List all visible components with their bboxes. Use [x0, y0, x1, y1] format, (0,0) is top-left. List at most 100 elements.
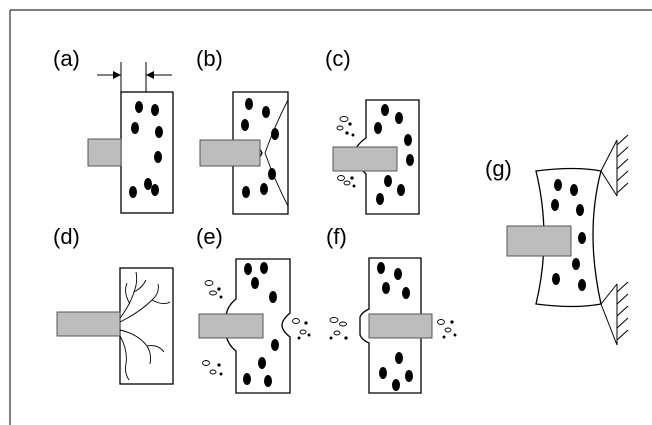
particle [271, 339, 279, 351]
particles [377, 262, 413, 391]
debris-dot [442, 335, 446, 339]
debris-dot [350, 176, 354, 180]
panel-f: (f) [326, 224, 457, 394]
particles [551, 179, 586, 291]
debris-dot [345, 131, 349, 135]
particle [576, 204, 584, 216]
support-line [600, 303, 618, 346]
particle [251, 277, 259, 289]
particle [382, 282, 390, 294]
particles [129, 101, 163, 198]
particle [244, 263, 252, 275]
particle [264, 375, 272, 387]
debris-dot [297, 336, 301, 340]
panel-e-label: (e) [196, 224, 223, 249]
debris-dot [219, 372, 223, 376]
particle [572, 258, 580, 270]
particle [268, 168, 276, 180]
arrowhead-left [113, 71, 121, 79]
debris-dot [307, 333, 311, 337]
bulge-curve [264, 99, 289, 207]
debris-fragment [202, 360, 210, 366]
particle [151, 184, 159, 196]
particle [570, 184, 578, 196]
hatch [616, 182, 629, 194]
panel-d-label: (d) [53, 224, 80, 249]
particle [551, 199, 559, 211]
debris-fragment [337, 175, 345, 181]
panel-c: (c) [325, 46, 420, 215]
hatch [616, 305, 629, 317]
crack [133, 279, 147, 293]
debris-fragment [333, 330, 341, 336]
particle [381, 104, 389, 116]
cracks [119, 271, 171, 381]
particle [395, 112, 403, 124]
hatch [616, 170, 629, 182]
particle [404, 134, 412, 146]
particle [376, 193, 384, 205]
debris-dot [453, 333, 457, 337]
particle [402, 287, 410, 299]
particle [271, 128, 279, 140]
particle [395, 352, 403, 364]
debris-dot [217, 287, 221, 291]
debris-fragment [339, 321, 347, 327]
debris-dot [348, 122, 352, 126]
hatch [616, 281, 629, 293]
debris-dot [217, 363, 221, 367]
arrowhead-right [146, 71, 154, 79]
debris-fragment [336, 125, 344, 131]
particle [260, 183, 268, 195]
particle [578, 279, 586, 291]
panel-e: (e) [196, 224, 311, 394]
particle [552, 273, 560, 285]
support-line [600, 283, 618, 305]
debris [329, 317, 457, 340]
debris-fragment [343, 180, 351, 186]
crack [125, 282, 131, 305]
hatch [616, 329, 629, 341]
particle [243, 373, 251, 385]
particles [374, 104, 414, 205]
particle [269, 291, 277, 303]
particle [242, 186, 250, 198]
particle [397, 184, 405, 196]
support-line [600, 139, 618, 172]
rod [199, 139, 261, 167]
debris-fragment [444, 327, 452, 333]
particle [258, 357, 266, 369]
rod [198, 313, 264, 339]
hatch [616, 317, 629, 329]
support-line [600, 170, 618, 197]
particle [405, 370, 413, 382]
particle [241, 119, 249, 131]
crack [151, 299, 171, 305]
panel-a-label: (a) [53, 46, 80, 71]
panel-f-label: (f) [326, 224, 347, 249]
clamp-support-bottom [600, 281, 629, 346]
hatch [616, 158, 629, 170]
particle [554, 179, 562, 191]
panel-a: (a) [53, 46, 174, 214]
particle [151, 104, 159, 116]
particle [578, 232, 586, 244]
debris-fragment [292, 318, 300, 324]
rod [332, 146, 398, 172]
panel-b: (b) [196, 46, 289, 215]
particle [384, 175, 392, 187]
particle [260, 262, 268, 274]
debris-dot [344, 336, 348, 340]
debris [336, 116, 356, 188]
clamp-support-top [600, 134, 629, 197]
debris-fragment [329, 317, 339, 323]
panel-b-label: (b) [196, 46, 223, 71]
particle [374, 122, 382, 134]
particle [144, 178, 152, 190]
debris-dot [450, 320, 454, 324]
particle [379, 367, 387, 379]
particle [377, 262, 385, 274]
particle [392, 379, 400, 391]
particle [129, 186, 137, 198]
